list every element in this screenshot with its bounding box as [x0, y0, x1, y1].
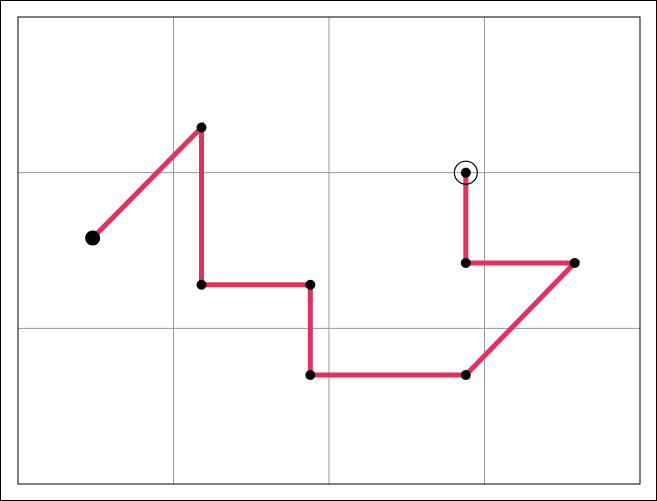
vertex-dot-icon: [196, 279, 207, 290]
plot-frame: [17, 16, 641, 485]
vertex-dot-icon: [569, 257, 580, 268]
vertex-dot-icon: [460, 370, 471, 381]
start-point-icon: [85, 230, 101, 246]
vertex-dot-icon: [305, 370, 316, 381]
end-point-ring-icon: [453, 160, 478, 185]
vertex-dot-icon: [460, 257, 471, 268]
end-point-icon: [460, 167, 471, 178]
vertex-dot-icon: [196, 122, 207, 133]
vertex-markers: [85, 122, 580, 381]
grid: [18, 17, 640, 484]
vertex-dot-icon: [305, 279, 316, 290]
